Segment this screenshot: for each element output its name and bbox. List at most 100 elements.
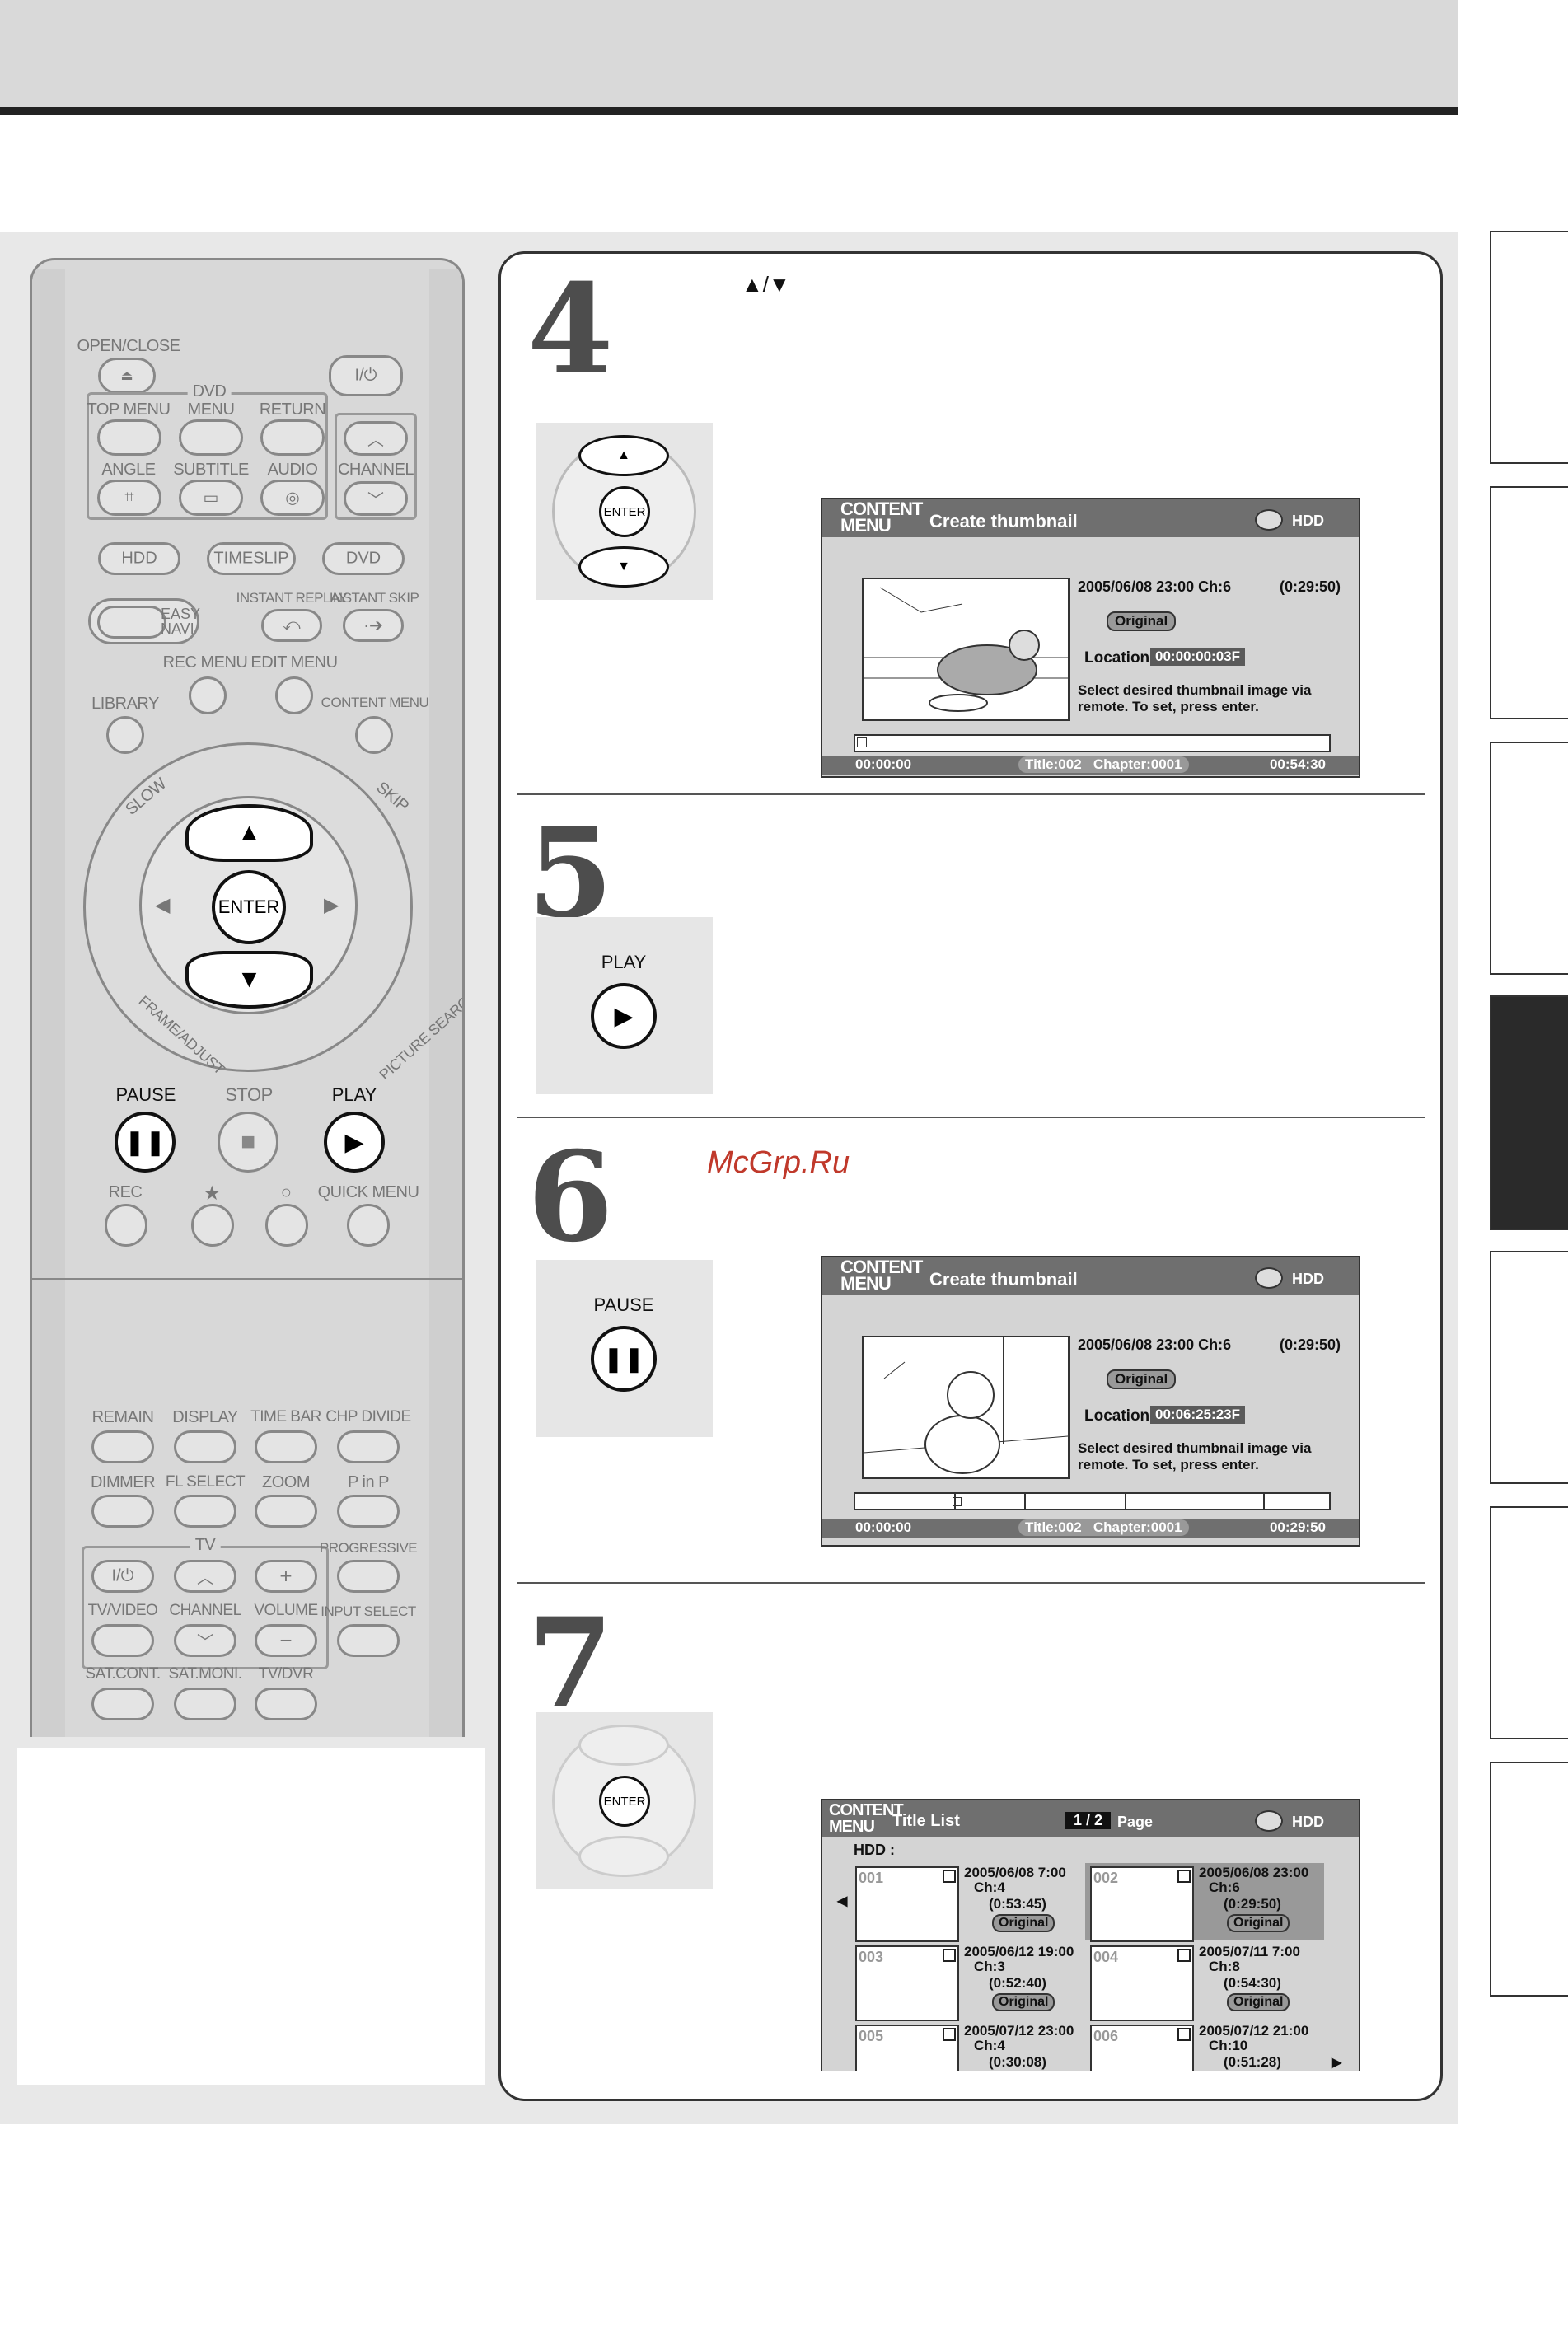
edit-menu-button[interactable] bbox=[275, 676, 313, 714]
content-menu-button[interactable] bbox=[355, 716, 393, 754]
rec-button[interactable] bbox=[105, 1204, 147, 1247]
label-channel: CHANNEL bbox=[337, 461, 414, 479]
step-6-pause-button[interactable]: ❚❚ bbox=[591, 1326, 657, 1392]
volume-up-button[interactable]: + bbox=[255, 1560, 317, 1593]
stop-button[interactable]: ■ bbox=[218, 1112, 278, 1173]
label-open-close: OPEN/CLOSE bbox=[77, 337, 180, 355]
play-icon: ▶ bbox=[344, 1128, 364, 1156]
page-right-arrow-icon[interactable]: ▶ bbox=[1332, 2056, 1342, 2070]
enter-label: ENTER bbox=[603, 504, 646, 519]
side-tab-7[interactable] bbox=[1490, 1762, 1568, 1997]
location-label: Location bbox=[1084, 649, 1150, 667]
dpad-enter-button[interactable]: ENTER bbox=[599, 1776, 650, 1827]
circle-button[interactable] bbox=[265, 1204, 308, 1247]
time-bar[interactable] bbox=[854, 734, 1331, 752]
dpad-up-button[interactable]: ▲ bbox=[578, 435, 669, 476]
dpad-down-button[interactable] bbox=[578, 1836, 669, 1877]
power-button[interactable]: I/⏻ bbox=[329, 355, 403, 396]
easy-navi-button[interactable]: EASY NAVI bbox=[88, 598, 200, 644]
audio-button[interactable]: ◎ bbox=[260, 480, 325, 516]
tv-dvr-button[interactable] bbox=[255, 1688, 317, 1720]
open-close-button[interactable]: ⏏ bbox=[98, 358, 156, 394]
side-tab-2[interactable] bbox=[1490, 486, 1568, 719]
dpad-enter-button[interactable]: ENTER bbox=[599, 486, 650, 537]
chp-divide-button[interactable] bbox=[337, 1430, 400, 1463]
progressive-button[interactable] bbox=[337, 1560, 400, 1593]
p-in-p-button[interactable] bbox=[337, 1495, 400, 1528]
favorite-button[interactable] bbox=[191, 1204, 234, 1247]
right-arrow-icon[interactable]: ▶ bbox=[324, 894, 339, 916]
tv-channel-up-button[interactable]: ︿ bbox=[174, 1560, 236, 1593]
play-button[interactable]: ▶ bbox=[324, 1112, 385, 1173]
channel-up-button[interactable]: ︿ bbox=[344, 421, 408, 456]
tv-power-button[interactable]: I/⏻ bbox=[91, 1560, 154, 1593]
timeslip-button[interactable]: TIMESLIP bbox=[207, 542, 296, 575]
up-arrow-button[interactable]: ▲ bbox=[185, 804, 313, 862]
time-bar-button[interactable] bbox=[255, 1430, 317, 1463]
recording-datetime: 2005/06/08 23:00 Ch:6 bbox=[1078, 1337, 1232, 1353]
library-button[interactable] bbox=[106, 716, 144, 754]
side-tab-3[interactable] bbox=[1490, 742, 1568, 975]
screen-footer: 00:00:00 Title:002 Chapter:0001 00:29:50 bbox=[822, 1519, 1359, 1538]
page-counter: 1 / 2 bbox=[1065, 1812, 1112, 1829]
page-left-arrow-icon[interactable]: ◀ bbox=[837, 1894, 848, 1908]
hdd-button[interactable]: HDD bbox=[98, 542, 180, 575]
channel-down-button[interactable]: ﹀ bbox=[344, 481, 408, 516]
dpad-up-button[interactable] bbox=[578, 1725, 669, 1766]
timeslip-button-label: TIMESLIP bbox=[213, 549, 289, 568]
menu-button[interactable] bbox=[179, 419, 243, 456]
input-select-button[interactable] bbox=[337, 1624, 400, 1657]
dvd-button[interactable]: DVD bbox=[322, 542, 405, 575]
tv-channel-down-button[interactable]: ﹀ bbox=[174, 1624, 236, 1657]
instant-skip-button[interactable]: ·➔ bbox=[343, 609, 404, 642]
label-time-bar: TIME BAR bbox=[250, 1408, 321, 1425]
label-remain: REMAIN bbox=[91, 1408, 154, 1426]
tv-video-button[interactable] bbox=[91, 1624, 154, 1657]
remain-button[interactable] bbox=[91, 1430, 154, 1463]
subtitle-button[interactable]: ▭ bbox=[179, 480, 243, 516]
chevron-up-icon: ︿ bbox=[367, 431, 384, 450]
sat-moni-button[interactable] bbox=[174, 1688, 236, 1720]
instant-replay-button[interactable]: ⤺ bbox=[261, 609, 322, 642]
dvd-button-label: DVD bbox=[345, 549, 381, 568]
step-5-play-button[interactable]: ▶ bbox=[591, 983, 657, 1049]
enter-button[interactable]: ENTER bbox=[212, 870, 286, 944]
rec-menu-button[interactable] bbox=[189, 676, 227, 714]
return-button[interactable] bbox=[260, 419, 325, 456]
down-arrow-button[interactable]: ▼ bbox=[185, 951, 313, 1009]
angle-button[interactable]: ⌗ bbox=[97, 480, 161, 516]
label-subtitle: SUBTITLE bbox=[173, 461, 249, 479]
title-dur: (0:52:40) bbox=[989, 1975, 1046, 1991]
sat-cont-button[interactable] bbox=[91, 1688, 154, 1720]
volume-down-button[interactable]: − bbox=[255, 1624, 317, 1657]
top-menu-button[interactable] bbox=[97, 419, 161, 456]
fl-select-button[interactable] bbox=[174, 1495, 236, 1528]
title-thumbnail: 001 bbox=[855, 1866, 959, 1942]
title-date: 2005/06/12 19:00 bbox=[964, 1944, 1074, 1959]
side-tab-5[interactable] bbox=[1490, 1251, 1568, 1484]
display-button[interactable] bbox=[174, 1430, 236, 1463]
logo-text-b: MENU bbox=[829, 1818, 875, 1836]
side-tab-6[interactable] bbox=[1490, 1506, 1568, 1739]
label-stop: STOP bbox=[225, 1084, 273, 1105]
left-arrow-icon[interactable]: ◀ bbox=[155, 894, 170, 916]
recording-duration: (0:29:50) bbox=[1280, 1337, 1341, 1353]
title-thumbnail: 006 bbox=[1090, 2025, 1194, 2071]
zoom-button[interactable] bbox=[255, 1495, 317, 1528]
dpad-down-button[interactable]: ▼ bbox=[578, 546, 669, 588]
logo-text-a: CONTENT bbox=[840, 1257, 923, 1277]
side-tab-active[interactable] bbox=[1490, 995, 1568, 1230]
time-bar[interactable] bbox=[854, 1492, 1331, 1510]
quick-menu-button[interactable] bbox=[347, 1204, 390, 1247]
title-chapter-pill: Title:002 Chapter:0001 bbox=[1018, 1519, 1189, 1536]
pause-button[interactable]: ❚❚ bbox=[115, 1112, 176, 1173]
easy-navi-label: EASY NAVI bbox=[161, 606, 200, 637]
dimmer-button[interactable] bbox=[91, 1495, 154, 1528]
side-tab-1[interactable] bbox=[1490, 231, 1568, 464]
